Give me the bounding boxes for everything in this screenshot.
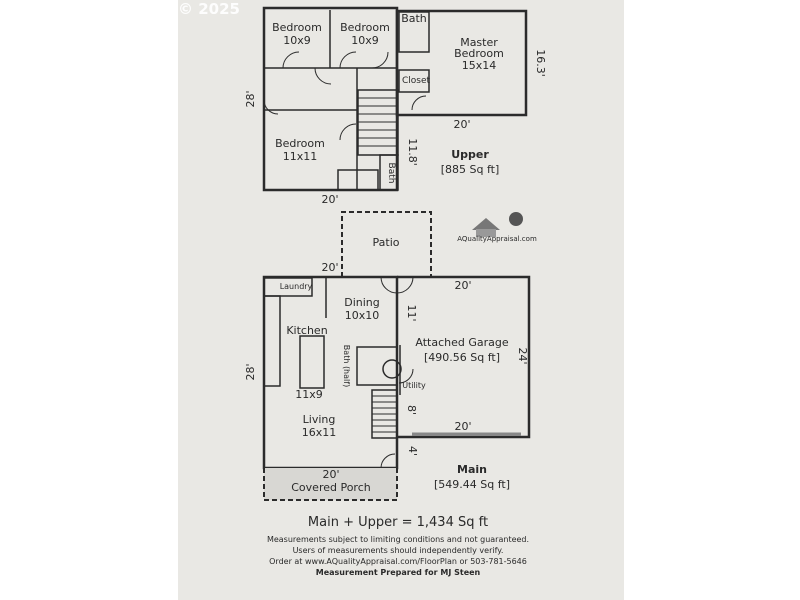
disclaimer-line: Order at www.AQualityAppraisal.com/Floor… xyxy=(269,557,527,566)
dimension-label: 16.3' xyxy=(534,49,547,77)
room-label: Laundry xyxy=(280,282,313,291)
room-label: Closet xyxy=(402,76,431,86)
floor-title: Upper xyxy=(451,148,489,161)
floor-area: [549.44 Sq ft] xyxy=(434,478,510,491)
room-label: Patio xyxy=(373,236,400,249)
room-label: Living xyxy=(303,413,336,426)
room-label: Bath xyxy=(401,12,427,25)
room-label: Master xyxy=(460,36,498,49)
room-label: Utility xyxy=(402,381,426,390)
total-area: Main + Upper = 1,434 Sq ft xyxy=(308,515,488,530)
porch-outline xyxy=(263,468,398,501)
room-label: Dining xyxy=(344,296,380,309)
dimension-label: 28' xyxy=(244,363,257,380)
dimension-label: 4' xyxy=(406,446,419,456)
dimension-label: 20' xyxy=(453,118,470,131)
upper-left-outline xyxy=(262,6,399,192)
room-size: 11x11 xyxy=(283,150,318,163)
prepared-by: Measurement Prepared for MJ Steen xyxy=(316,568,481,577)
floor-area: [885 Sq ft] xyxy=(441,163,500,176)
floor-title: Main xyxy=(457,463,487,476)
dimension-label: 11' xyxy=(405,304,418,321)
room-size: 10x10 xyxy=(345,309,380,322)
disclaimer-line: Measurements subject to limiting conditi… xyxy=(267,535,529,544)
room-label: Bath xyxy=(386,163,396,184)
dimension-label: 20' xyxy=(322,468,339,481)
photo-background xyxy=(178,0,624,600)
room-label: Kitchen xyxy=(286,324,327,337)
room-label: Bedroom xyxy=(272,21,322,34)
upper-floor-plan xyxy=(262,6,528,192)
room-size: 11x9 xyxy=(295,388,323,401)
room-label: Bedroom xyxy=(454,47,504,60)
room-label: Bedroom xyxy=(275,137,325,150)
dimension-label: 20' xyxy=(454,420,471,433)
appraisal-logo: AQualityAppraisal.com xyxy=(457,212,537,243)
dimension-label: 20' xyxy=(321,193,338,206)
house-roof-icon xyxy=(472,218,500,230)
dimension-label: 24' xyxy=(516,347,529,364)
dimension-label: 8' xyxy=(405,405,418,415)
copyright-watermark: © 2025 xyxy=(178,0,240,18)
patio-outline xyxy=(341,211,432,277)
dimension-label: 20' xyxy=(454,279,471,292)
dimension-label: 11.8' xyxy=(406,138,419,166)
dimension-label: 20' xyxy=(321,261,338,274)
upper-labels: Bedroom 10x9 Bedroom 10x9 Bath Master Be… xyxy=(244,12,547,206)
room-size: 15x14 xyxy=(462,59,497,72)
disclaimer-line: Users of measurements should independent… xyxy=(293,546,504,555)
dimension-label: 28' xyxy=(244,90,257,107)
garage-outline xyxy=(397,275,531,439)
footer: Main + Upper = 1,434 Sq ft Measurements … xyxy=(267,515,529,577)
main-labels: Patio Laundry Dining 10x10 Kitchen 11x9 … xyxy=(244,236,529,494)
logo-text: AQualityAppraisal.com xyxy=(457,235,537,243)
room-label: Bath (half) xyxy=(342,345,351,387)
main-floor-plan xyxy=(262,211,531,501)
room-label: Attached Garage xyxy=(415,336,508,349)
room-size: 10x9 xyxy=(351,34,379,47)
room-size: 10x9 xyxy=(283,34,311,47)
room-label: Covered Porch xyxy=(291,481,371,494)
room-label: Bedroom xyxy=(340,21,390,34)
room-size: 16x11 xyxy=(302,426,337,439)
room-area: [490.56 Sq ft] xyxy=(424,351,500,364)
